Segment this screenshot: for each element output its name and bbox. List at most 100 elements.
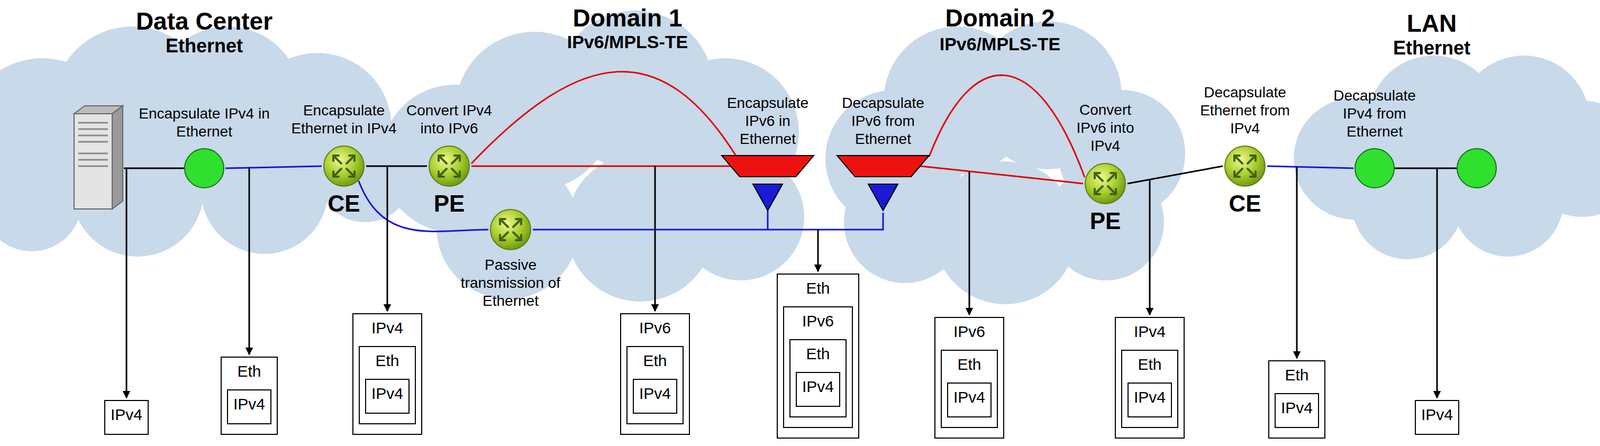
router-node: Encapsulate Ethernet in IPv4CE bbox=[291, 101, 397, 217]
annotation: Decapsulate IPv6 from Ethernet bbox=[832, 94, 934, 149]
packet-label: Eth bbox=[1284, 365, 1309, 385]
packet-box: IPv6EthIPv4 bbox=[783, 306, 853, 429]
router-heading: PE bbox=[1089, 207, 1122, 235]
lan-host-circle bbox=[1457, 148, 1497, 188]
circle-icon bbox=[1353, 147, 1396, 190]
server-link bbox=[123, 167, 185, 170]
packet-label: IPv6 bbox=[802, 311, 834, 331]
leader-arrow bbox=[817, 229, 820, 272]
endpoint-node: Decapsulate IPv4 from Ethernet bbox=[1324, 86, 1425, 190]
router-arrows bbox=[1094, 173, 1116, 195]
link-connector bbox=[1267, 166, 1354, 169]
annotation: Convert IPv4 into IPv6 bbox=[396, 101, 503, 138]
packet-label: IPv4 bbox=[371, 318, 404, 338]
packet-box: EthIPv4 bbox=[940, 349, 998, 429]
packet-label: IPv4 bbox=[110, 405, 143, 425]
packet-box: EthIPv4 bbox=[1268, 360, 1326, 439]
packet-label: Eth bbox=[375, 351, 399, 371]
annotation: Encapsulate Ethernet in IPv4 bbox=[291, 101, 397, 138]
trap-icon bbox=[720, 154, 816, 213]
packet-box: IPv4 bbox=[104, 400, 149, 435]
leader-arrow bbox=[248, 167, 251, 355]
annotation: Encapsulate IPv6 in Ethernet bbox=[717, 94, 818, 149]
leader-arrow bbox=[968, 171, 971, 315]
packet-box: IPv4 bbox=[1414, 400, 1460, 435]
router-node: Passive transmission of Ethernet bbox=[457, 207, 564, 311]
splitter-node: Decapsulate IPv6 from Ethernet bbox=[832, 94, 934, 213]
packet-box: IPv6EthIPv4 bbox=[620, 313, 690, 435]
tap-stem bbox=[767, 210, 769, 230]
packet-label: IPv4 bbox=[639, 384, 671, 404]
cloud-puff bbox=[201, 126, 329, 254]
packet-box: IPv4 bbox=[632, 378, 678, 414]
router-icon bbox=[1083, 161, 1128, 206]
packet-box: EthIPv4 bbox=[358, 346, 416, 425]
region-title: Ethernet bbox=[165, 34, 243, 57]
annotation: Convert IPv6 into IPv4 bbox=[1062, 101, 1148, 156]
link-connector bbox=[358, 180, 489, 232]
leader-arrow bbox=[1149, 179, 1151, 315]
server-icon bbox=[74, 105, 123, 209]
router-heading: CE bbox=[327, 190, 360, 217]
packet-label: Eth bbox=[805, 344, 830, 364]
router-arrows bbox=[333, 155, 355, 177]
circle-icon bbox=[183, 147, 226, 190]
router-arrows bbox=[1234, 155, 1256, 177]
packet-box: IPv4EthIPv4 bbox=[1114, 316, 1185, 439]
link-connector bbox=[920, 166, 1084, 184]
link-connector bbox=[471, 165, 731, 168]
link-connector bbox=[1127, 166, 1223, 184]
server-front bbox=[74, 113, 113, 209]
router-icon bbox=[321, 143, 367, 189]
router-shape bbox=[488, 207, 533, 252]
cloud-lan bbox=[1293, 55, 1600, 260]
link-connector bbox=[532, 212, 884, 230]
annotation: Decapsulate Ethernet from IPv4 bbox=[1188, 83, 1303, 138]
packet-label: IPv4 bbox=[1280, 398, 1313, 418]
blue-triangle bbox=[868, 184, 898, 211]
leader-arrow bbox=[1436, 168, 1439, 398]
annotation: Passive transmission of Ethernet bbox=[457, 256, 564, 311]
node-circle bbox=[1355, 148, 1395, 188]
router-shape bbox=[426, 143, 472, 189]
red-trapezoid bbox=[837, 155, 930, 177]
packet-label: IPv4 bbox=[371, 384, 404, 404]
router-arrows bbox=[500, 219, 522, 241]
router-node: Decapsulate Ethernet from IPv4CE bbox=[1188, 83, 1303, 217]
packet-box: IPv6EthIPv4 bbox=[934, 316, 1005, 439]
packet-label: IPv6 bbox=[639, 318, 671, 338]
cloud-puff bbox=[566, 153, 715, 302]
router-shape bbox=[321, 143, 367, 189]
packet-box: EthIPv4 bbox=[1121, 349, 1179, 429]
packet-box: EthIPv4 bbox=[626, 346, 684, 425]
router-icon bbox=[426, 143, 472, 189]
router-body bbox=[1085, 163, 1126, 204]
region-title: Ethernet bbox=[1393, 37, 1471, 59]
lan-link bbox=[1394, 167, 1458, 170]
te-tunnel-arc bbox=[929, 75, 1085, 178]
packet-label: Eth bbox=[1137, 355, 1162, 375]
packet-label: Eth bbox=[237, 361, 261, 381]
packet-box: IPv4EthIPv4 bbox=[352, 313, 423, 435]
passive-icon bbox=[488, 207, 533, 252]
packet-box: IPv4 bbox=[365, 378, 410, 414]
packet-label: IPv4 bbox=[953, 387, 986, 407]
packet-label: Eth bbox=[957, 355, 981, 375]
link-connector bbox=[366, 165, 427, 168]
router-node: Convert IPv6 into IPv4PE bbox=[1062, 101, 1148, 235]
splitter-node: Encapsulate IPv6 in Ethernet bbox=[717, 94, 818, 213]
packet-box: IPv4 bbox=[1274, 393, 1320, 429]
server-slots bbox=[78, 122, 108, 167]
router-node: Convert IPv4 into IPv6PE bbox=[396, 101, 503, 217]
node-circle-shape bbox=[183, 147, 226, 190]
packet-box: EthIPv6EthIPv4 bbox=[776, 273, 860, 439]
region-title: IPv6/MPLS-TE bbox=[939, 33, 1061, 55]
router-body bbox=[429, 146, 470, 187]
annotation: Decapsulate IPv4 from Ethernet bbox=[1324, 86, 1425, 141]
packet-label: IPv4 bbox=[802, 377, 834, 397]
blue-triangle bbox=[752, 184, 783, 211]
leader-arrow bbox=[386, 166, 389, 312]
cloud-puff bbox=[1351, 148, 1463, 260]
router-icon bbox=[1222, 143, 1268, 189]
